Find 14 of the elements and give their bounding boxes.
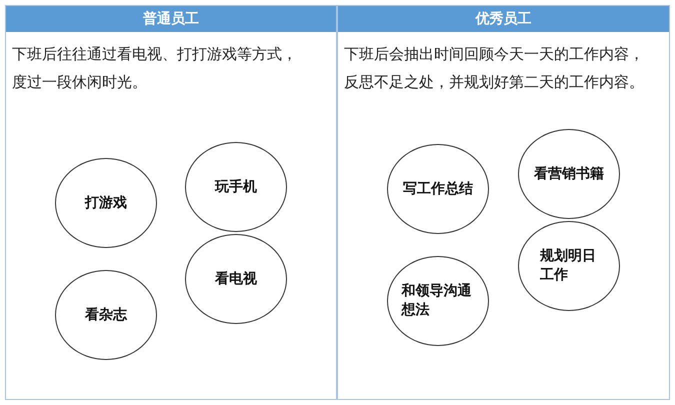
activity-label: 规划明日工作: [540, 247, 597, 285]
activity-label: 和领导沟通想法: [402, 282, 472, 320]
description-text: 下班后会抽出时间回顾今天一天的工作内容，反思不足之处，并规划好第二天的工作内容。: [344, 44, 645, 93]
activity-label: 看营销书籍: [534, 164, 604, 184]
activity-label: 玩手机: [215, 178, 257, 196]
table-column: [337, 5, 670, 400]
activity-label: 打游戏: [85, 194, 127, 212]
column-header: 普通员工: [6, 6, 336, 32]
activity-label: 看杂志: [85, 306, 127, 324]
activity-label: 写工作总结: [403, 180, 473, 198]
column-header: 优秀员工: [338, 6, 669, 32]
description-text: 下班后往往通过看电视、打打游戏等方式，度过一段休闲时光。: [12, 44, 298, 93]
table-column: [5, 5, 337, 400]
activity-label: 看电视: [215, 270, 257, 288]
